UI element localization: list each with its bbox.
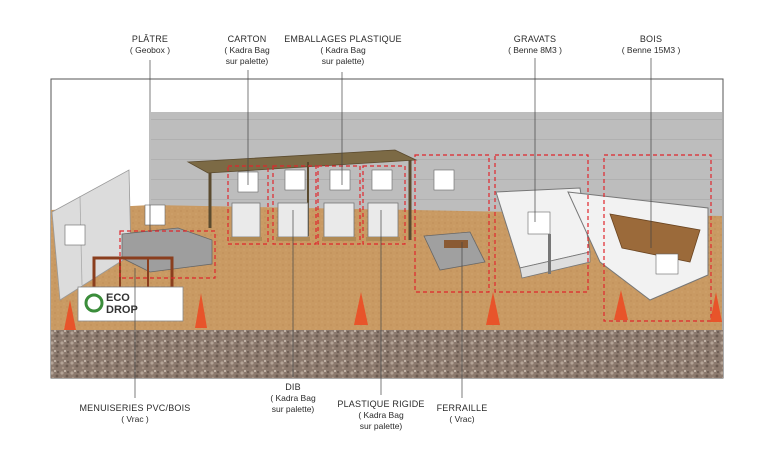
label-dib: DIB ( Kadra Bag sur palette): [258, 382, 328, 415]
label-platre-sub: ( Geobox ): [129, 45, 171, 55]
eco-drop-logo-line2: DROP: [106, 304, 138, 316]
label-dib-title: DIB: [285, 382, 301, 392]
label-carton-title: CARTON: [227, 34, 267, 44]
label-platre-title: PLÂTRE: [131, 34, 169, 44]
label-carton: CARTON ( Kadra Bag sur palette): [212, 34, 282, 67]
label-dib-sub2: sur palette): [271, 404, 315, 414]
label-carton-sub2: sur palette): [225, 56, 269, 66]
sign-panels: [64, 169, 455, 246]
label-emballages: EMBALLAGES PLASTIQUE ( Kadra Bag sur pal…: [282, 34, 404, 67]
zone-dib: [272, 165, 317, 245]
leader-lines: [134, 58, 652, 398]
eco-drop-sign: [77, 286, 184, 322]
label-plastique-rigide: PLASTIQUE RIGIDE ( Kadra Bag sur palette…: [336, 399, 426, 432]
label-gravats: GRAVATS ( Benne 8M3 ): [500, 34, 570, 56]
label-ferraille-sub: ( Vrac): [449, 414, 475, 424]
gravel-foreground: [51, 330, 723, 378]
traffic-cones: [64, 290, 722, 330]
label-emballages-sub2: sur palette): [321, 56, 365, 66]
label-bois: BOIS ( Benne 15M3 ): [612, 34, 690, 56]
label-menuiseries-sub: ( Vrac ): [121, 414, 149, 424]
label-menuiseries: MENUISERIES PVC/BOIS ( Vrac ): [75, 403, 195, 425]
label-bois-title: BOIS: [639, 34, 663, 44]
ferraille-pile: [423, 231, 486, 271]
zone-gravats: [494, 154, 589, 293]
label-bois-sub: ( Benne 15M3 ): [621, 45, 681, 55]
label-menuiseries-title: MENUISERIES PVC/BOIS: [79, 403, 191, 413]
label-ferraille-title: FERRAILLE: [436, 403, 488, 413]
canopy-roof: [186, 149, 418, 174]
label-emballages-title: EMBALLAGES PLASTIQUE: [284, 34, 402, 44]
zone-carton: [227, 165, 269, 245]
label-plastique-rigide-title: PLASTIQUE RIGIDE: [337, 399, 425, 409]
zone-bois: [603, 154, 712, 322]
kadra-bags: [231, 202, 399, 238]
zone-emballages: [317, 165, 361, 245]
label-gravats-sub: ( Benne 8M3 ): [508, 45, 562, 55]
zone-ferraille: [414, 154, 490, 293]
label-ferraille: FERRAILLE ( Vrac): [432, 403, 492, 425]
label-gravats-title: GRAVATS: [513, 34, 557, 44]
zone-outlines: [119, 154, 712, 322]
zone-plastique: [362, 165, 406, 245]
label-plastique-rigide-sub1: ( Kadra Bag: [358, 410, 404, 420]
zone-platre: [119, 230, 216, 279]
label-emballages-sub1: ( Kadra Bag: [320, 45, 366, 55]
label-platre: PLÂTRE ( Geobox ): [115, 34, 185, 56]
label-carton-sub1: ( Kadra Bag: [224, 45, 270, 55]
label-plastique-rigide-sub2: sur palette): [359, 421, 403, 431]
label-dib-sub1: ( Kadra Bag: [270, 393, 316, 403]
eco-drop-logo-line1: ECO: [106, 292, 130, 304]
